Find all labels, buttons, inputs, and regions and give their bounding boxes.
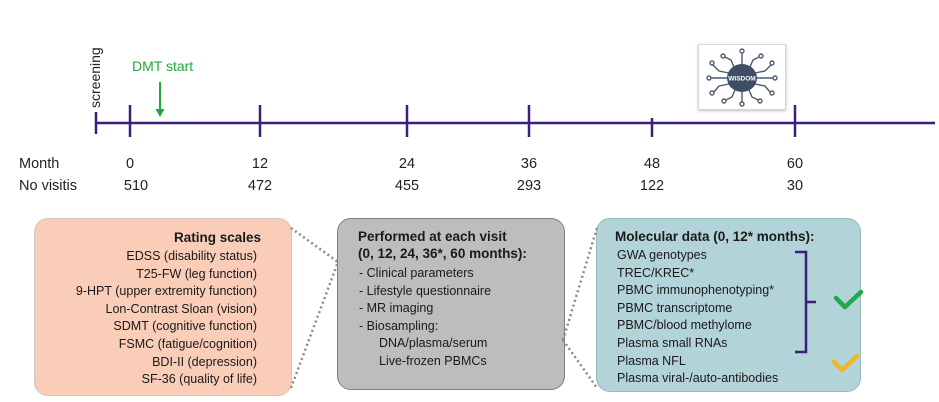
rating-scale-item: EDSS (disability status) (126, 249, 257, 263)
molecular-item: PBMC/blood methylome (617, 318, 752, 333)
connector-line (561, 339, 599, 389)
rating-scale-item: SF-36 (quality of life) (141, 372, 257, 387)
visits-value: 510 (123, 178, 149, 194)
visit-item: - Biosampling: (359, 318, 439, 333)
visit-item: - Clinical parameters (359, 266, 474, 280)
rating-scale-item: FSMC (fatigue/cognition) (118, 336, 257, 351)
molecular-item: Plasma viral-/auto-antibodies (617, 371, 779, 386)
connector-line (290, 226, 339, 264)
molecular-item: PBMC immunophenotyping* (617, 283, 775, 298)
visits-value: 455 (394, 178, 420, 194)
month-value: 60 (786, 156, 804, 172)
month-value: 36 (520, 156, 538, 172)
visit-procedures-box: Performed at each visit (0, 12, 24, 36*,… (337, 218, 565, 390)
timeline: screening DMT start (87, 47, 935, 137)
molecular-item: TREC/KREC* (617, 265, 695, 280)
rating-scales-title: Rating scales (173, 230, 261, 245)
screening-label: screening (87, 47, 103, 108)
month-value: 0 (125, 156, 135, 172)
background-patch (590, 92, 694, 118)
molecular-item: GWA genotypes (617, 248, 707, 262)
visits-value: 293 (516, 178, 542, 194)
visits-row-label: No visitis (19, 178, 78, 194)
visits-value: 122 (639, 178, 665, 194)
wisdom-logo: WISDOM (698, 44, 786, 110)
molecular-item: PBMC transcriptome (617, 300, 733, 315)
rating-scale-item: SDMT (cognitive function) (113, 319, 257, 334)
visit-item: - Lifestyle questionnaire (359, 283, 492, 298)
month-row-label: Month (19, 156, 60, 172)
connector-line (561, 227, 599, 341)
visits-value: 472 (247, 178, 273, 194)
rating-scale-item: Lon-Contrast Sloan (vision) (105, 301, 257, 316)
molecular-item: Plasma small RNAs (617, 335, 728, 350)
visit-box-subtitle: (0, 12, 24, 36*, 60 months): (358, 246, 527, 261)
rating-scale-item: T25-FW (leg function) (136, 266, 257, 281)
molecular-item: Plasma NFL (617, 353, 686, 368)
molecular-title: Molecular data (0, 12* months): (615, 229, 815, 244)
circuit-brain-icon: WISDOM (706, 48, 778, 107)
rating-scale-item: BDI-II (depression) (152, 354, 257, 369)
visit-sub-item: DNA/plasma/serum (379, 336, 488, 351)
connector-line (289, 261, 340, 389)
visit-item: - MR imaging (359, 301, 434, 316)
molecular-data-box: Molecular data (0, 12* months): GWA geno… (596, 218, 861, 392)
dmt-arrow-head (155, 109, 165, 117)
month-value: 48 (643, 156, 661, 172)
dmt-start-label: DMT start (132, 58, 193, 74)
rating-scale-item: 9-HPT (upper extremity function) (75, 284, 257, 299)
visits-value: 30 (786, 178, 804, 194)
visit-box-title: Performed at each visit (358, 229, 507, 244)
logo-text: WISDOM (728, 76, 755, 83)
month-value: 24 (398, 156, 416, 172)
month-value: 12 (251, 156, 269, 172)
visit-sub-item: Live-frozen PBMCs (379, 353, 487, 368)
rating-scales-box: Rating scales EDSS (disability status) T… (34, 218, 292, 396)
